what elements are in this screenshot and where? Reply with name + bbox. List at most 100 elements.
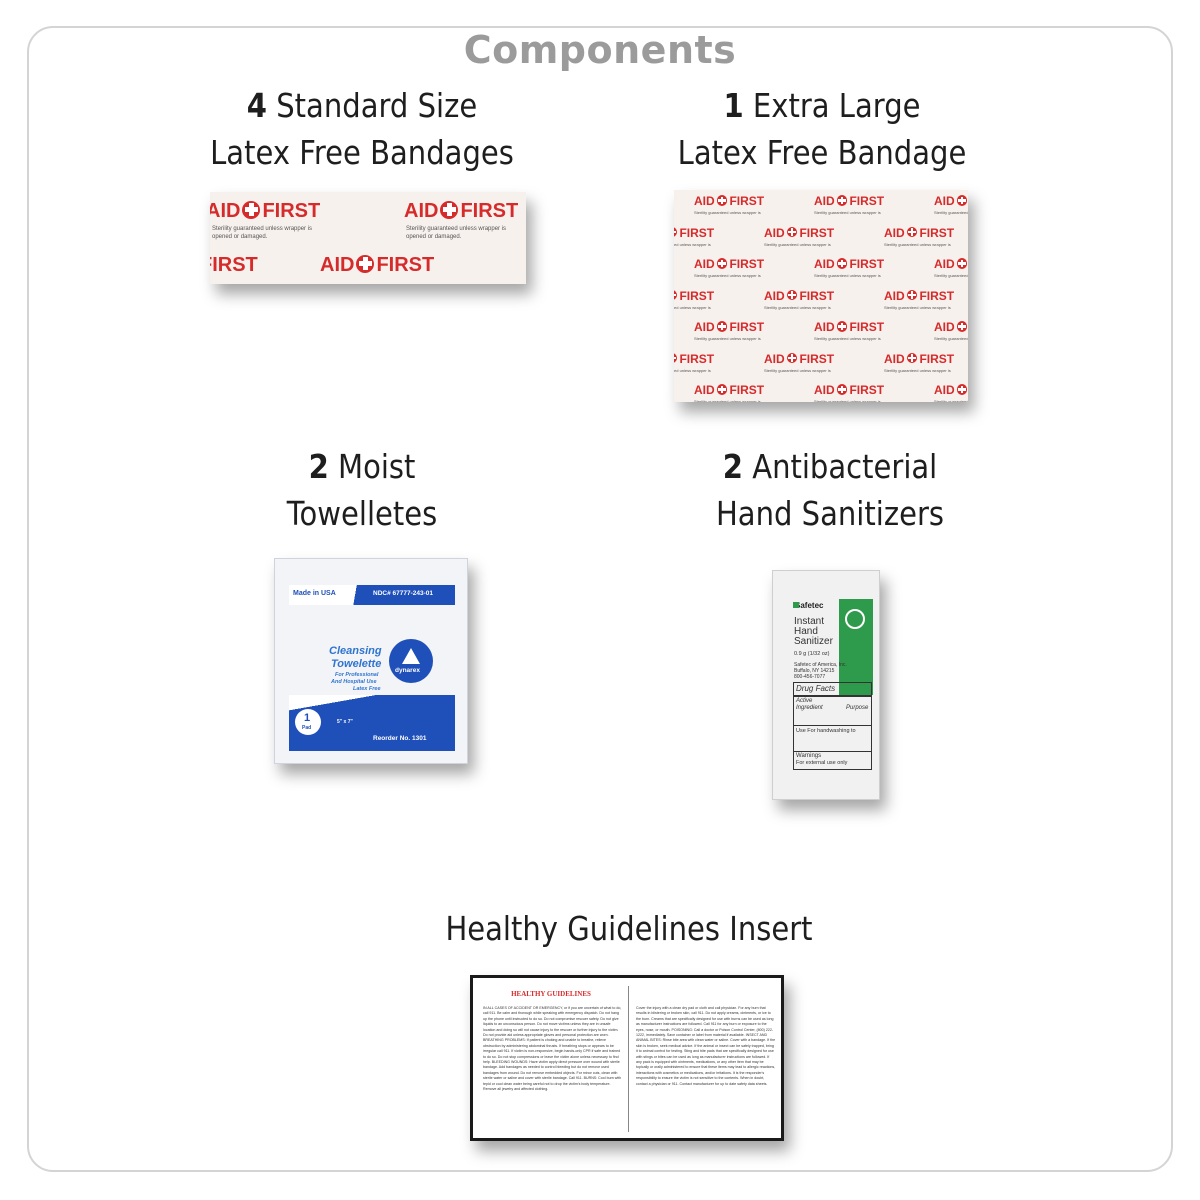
brand-text-2: FIRST bbox=[799, 351, 835, 366]
fine-print: Sterility guaranteed unless wrapper is bbox=[764, 367, 831, 373]
triangle-icon bbox=[402, 648, 420, 664]
brand-text: AID bbox=[694, 320, 715, 334]
fine-print: Sterility guaranteed unless wrapper is bbox=[764, 241, 831, 247]
item-line1: Moist bbox=[338, 447, 416, 486]
fine-print: Sterility guaranteed unless wrapper is bbox=[694, 273, 761, 278]
brand-text: AID bbox=[694, 194, 715, 208]
brand-text-2: FIRST bbox=[679, 288, 715, 303]
brand-text: AID bbox=[814, 194, 835, 208]
purpose-label: Purpose bbox=[846, 705, 869, 711]
brand-text-2: FIRST bbox=[799, 225, 835, 240]
product-name: Sanitizer bbox=[794, 636, 833, 647]
brand-text-2: FIRST bbox=[919, 351, 955, 366]
product-name: Towelette bbox=[331, 658, 382, 670]
brand-text: AID bbox=[934, 257, 955, 271]
brand-text: AID bbox=[764, 351, 785, 366]
brand-text-2: FIRST bbox=[919, 225, 955, 240]
use-text: Use For handwashing to bbox=[796, 728, 856, 734]
brand-text: AID bbox=[934, 320, 955, 334]
item-count: 2 bbox=[308, 447, 329, 486]
brand-text-2: FIRST bbox=[799, 288, 835, 303]
brand-text: dynarex bbox=[395, 667, 420, 674]
ndc-text: NDC# 67777-243-01 bbox=[373, 590, 433, 597]
red-cross-icon bbox=[242, 200, 261, 219]
fine-print: Sterility guaranteed unless wrapper is bbox=[884, 304, 951, 310]
brand-text: AID bbox=[814, 320, 835, 334]
pad-count-badge: 1 Pad bbox=[295, 709, 321, 735]
insert-left-column: IN ALL CASES OF ACCIDENT OR EMERGENCY, o… bbox=[483, 1006, 622, 1092]
fine-print: opened or damaged. bbox=[212, 234, 268, 240]
brand-text: AID bbox=[934, 383, 955, 397]
item-count: 4 bbox=[246, 86, 268, 125]
warnings-label: Warnings bbox=[796, 753, 822, 759]
fine-print: Sterility guaranteed unless wrapper is bbox=[814, 336, 881, 341]
red-cross-icon bbox=[956, 258, 968, 269]
brand-text-2: FIRST bbox=[849, 194, 885, 208]
brand-text: AID bbox=[884, 225, 905, 240]
fine-print: Sterility guaranteed unless wrapper is bbox=[764, 304, 831, 310]
item-line2: Hand Sanitizers bbox=[715, 494, 945, 533]
insert-divider bbox=[628, 986, 629, 1132]
fine-print: opened or damaged. bbox=[406, 234, 462, 240]
brand-text: AID bbox=[814, 257, 835, 271]
guidelines-insert-image: HEALTHY GUIDELINES IN ALL CASES OF ACCID… bbox=[470, 975, 784, 1141]
brand-logo-icon bbox=[793, 602, 799, 608]
red-cross-icon bbox=[956, 321, 968, 332]
brand-text: AID bbox=[210, 200, 241, 222]
item-line1: Antibacterial bbox=[752, 447, 938, 486]
red-cross-icon bbox=[716, 258, 728, 269]
brand-text-2: FIRST bbox=[919, 288, 955, 303]
item-line1: Healthy Guidelines Insert bbox=[445, 909, 813, 948]
red-cross-icon bbox=[956, 195, 968, 206]
brand-text: AID bbox=[694, 383, 715, 397]
item-line1: Extra Large bbox=[752, 86, 921, 125]
made-in-text: Made in USA bbox=[293, 590, 336, 597]
caption-guidelines-insert: Healthy Guidelines Insert bbox=[431, 905, 827, 952]
fine-print: Sterility guaranteed unless wrapper is bbox=[814, 210, 881, 215]
red-cross-icon bbox=[836, 321, 848, 332]
pad-count: 1 bbox=[304, 712, 311, 724]
fine-print: Sterility guaranteed unless wrapper is bbox=[694, 336, 761, 341]
brand-text: AID bbox=[764, 288, 785, 303]
towelette-packet-image: Made in USA NDC# 67777-243-01 Cleansing … bbox=[274, 558, 468, 764]
external-use-text: For external use only bbox=[796, 760, 848, 766]
red-cross-icon bbox=[716, 195, 728, 206]
active-label: Active bbox=[796, 698, 813, 704]
brand-text-2: FIRST bbox=[729, 194, 765, 208]
seal-icon bbox=[845, 609, 865, 629]
fine-print: Sterility guaranteed unless wrapper is bbox=[406, 226, 507, 232]
bandage-brand-logo: AID FIRST bbox=[694, 194, 764, 208]
brand-text-2: FIRST bbox=[679, 225, 715, 240]
bandage-brand-logo: AID FIRST bbox=[764, 289, 834, 303]
brand-text-2: FIRST bbox=[262, 200, 321, 222]
fine-print: Sterility guaranteed unless wrapper is bbox=[694, 399, 761, 402]
bandage-brand-logo: AID FIRST bbox=[814, 320, 884, 334]
bandage-brand-logo: AID FIRST bbox=[764, 352, 834, 366]
product-name: Hand bbox=[794, 626, 818, 637]
fine-print: Sterility guaranteed unless wrapper is bbox=[934, 210, 968, 215]
red-cross-icon bbox=[716, 384, 728, 395]
red-cross-icon bbox=[956, 384, 968, 395]
page-title: Components bbox=[463, 28, 737, 72]
item-line1: Standard Size bbox=[276, 86, 478, 125]
green-band bbox=[839, 599, 873, 695]
item-line2: Latex Free Bandage bbox=[677, 133, 967, 172]
fine-print: Sterility guaranteed unless wrapper is bbox=[674, 367, 711, 373]
brand-text-2: FIRST bbox=[460, 200, 519, 222]
brand-text-2: FIRST bbox=[849, 320, 885, 334]
brand-text: AID bbox=[884, 288, 905, 303]
red-cross-icon bbox=[836, 258, 848, 269]
caption-hand-sanitizers: 2 Antibacterial Hand Sanitizers bbox=[675, 443, 985, 537]
weight-text: 0.9 g (1/32 oz) bbox=[794, 651, 830, 657]
brand-text-2: FIRST bbox=[376, 254, 435, 276]
